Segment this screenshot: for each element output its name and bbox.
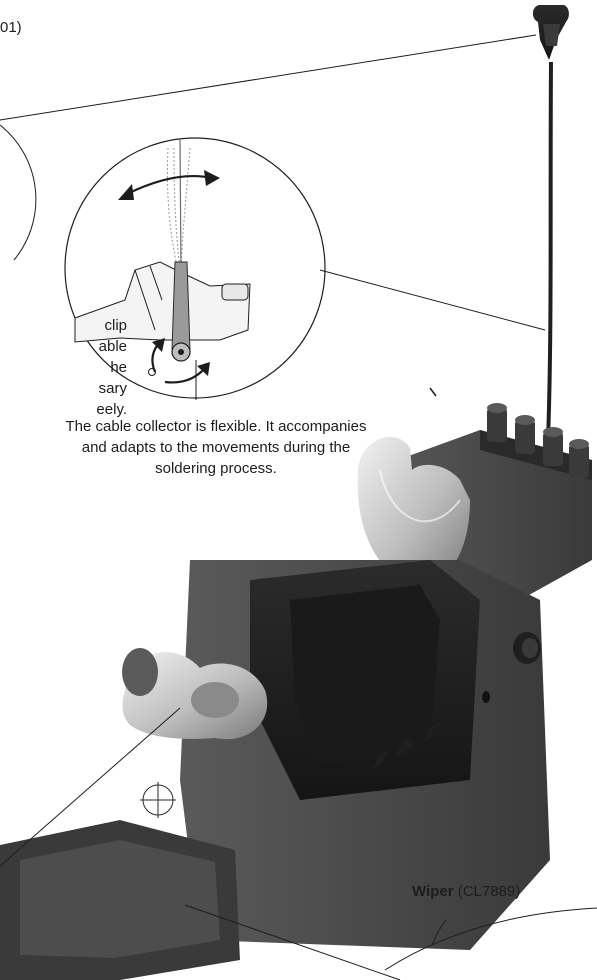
brand-logo (372, 720, 443, 769)
left-text-line: he (110, 359, 127, 376)
left-text-line: sary (98, 380, 127, 397)
leader-line-wiper (184, 904, 401, 980)
left-text-line: able (98, 338, 127, 355)
callout-caption: The cable collector is flexible. It acco… (65, 418, 367, 477)
left-description-fragment: clip able he sary eely. (96, 315, 127, 420)
wiper-title: Wiper (412, 883, 454, 900)
left-callout-circle (0, 34, 537, 261)
wiper-heading: Wiper (CL7889) (412, 881, 520, 902)
cable-clip-icon (532, 4, 569, 60)
top-code-label: 01) (0, 19, 22, 36)
left-text-line: clip (104, 317, 127, 334)
tip-holder-cylinders (487, 403, 589, 478)
wiper-detail-circle (384, 907, 597, 971)
leader-line-front-holder (0, 707, 181, 867)
left-text-line: eely. (96, 401, 127, 418)
rotate-arrows-icon (118, 170, 220, 200)
tick-mark (429, 387, 437, 397)
soldering-stand (0, 403, 592, 980)
cable-collector-detail (64, 137, 546, 400)
wiper-code: (CL7889) (457, 883, 521, 900)
bend-arrow-icon (151, 338, 210, 384)
